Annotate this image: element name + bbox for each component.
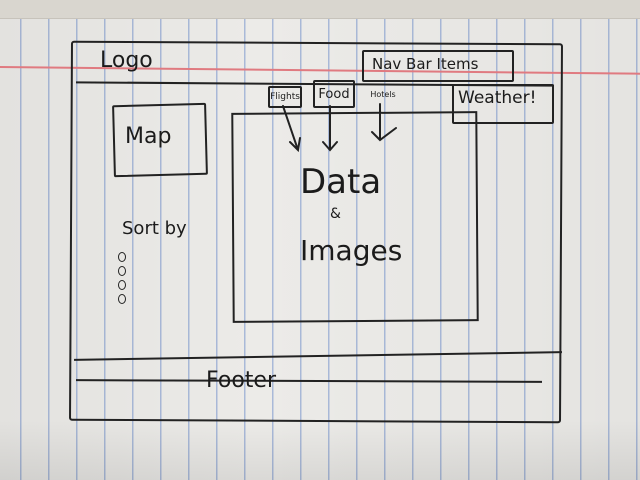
- content-images-label: Images: [300, 234, 403, 267]
- paper-top-edge: [0, 0, 640, 19]
- tab-food[interactable]: Food: [313, 80, 355, 108]
- nav-bar-items-label: Nav Bar Items: [372, 55, 479, 73]
- sort-option-radio[interactable]: [118, 280, 126, 290]
- sort-options: [118, 252, 126, 308]
- weather-label: Weather!: [458, 88, 537, 108]
- sort-option-radio[interactable]: [118, 252, 126, 262]
- content-area[interactable]: [231, 111, 479, 323]
- nav-bar[interactable]: [362, 50, 514, 82]
- map-label: Map: [125, 124, 172, 149]
- paper-shadow: [0, 420, 640, 480]
- footer: Footer: [206, 368, 276, 393]
- content-data-label: Data: [300, 162, 382, 202]
- sort-option-radio[interactable]: [118, 294, 126, 304]
- tab-flights[interactable]: Flights: [268, 86, 302, 108]
- logo[interactable]: Logo: [100, 48, 153, 73]
- sort-option-radio[interactable]: [118, 266, 126, 276]
- weather-widget[interactable]: [452, 84, 554, 124]
- tab-hotels[interactable]: Hotels: [370, 89, 396, 99]
- content-ampersand: &: [330, 206, 341, 222]
- sort-by-label: Sort by: [122, 218, 187, 239]
